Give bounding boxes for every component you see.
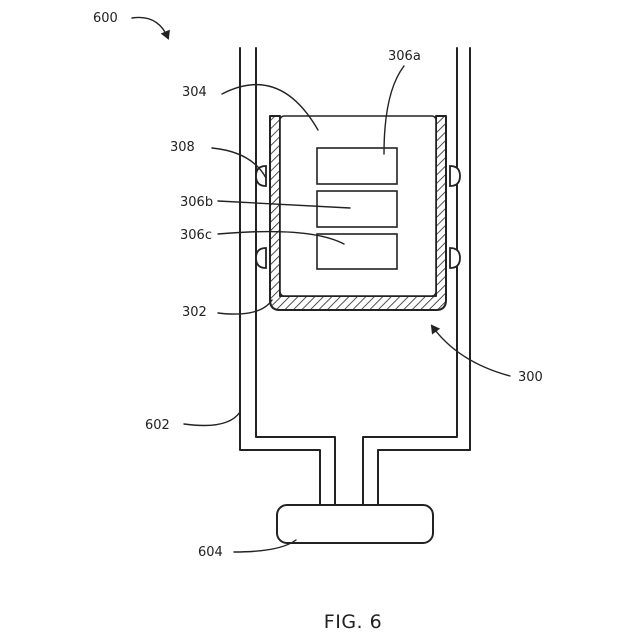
label-604: 604: [198, 545, 223, 560]
label-308: 308: [170, 140, 195, 155]
leader-602: [184, 412, 240, 426]
leader-600: [132, 17, 168, 38]
reagent-compartment-b: [317, 191, 397, 227]
label-600: 600: [93, 11, 118, 26]
seal-left-lower: [256, 248, 266, 268]
reagent-compartment-c: [317, 234, 397, 269]
label-302: 302: [182, 305, 207, 320]
label-304: 304: [182, 85, 207, 100]
plunger-head: [277, 505, 433, 543]
label-306c: 306c: [180, 228, 212, 243]
reagent-compartment-a: [317, 148, 397, 184]
label-602: 602: [145, 418, 170, 433]
figure-caption: FIG. 6: [324, 611, 382, 633]
label-306a: 306a: [388, 49, 421, 64]
seal-right-lower: [450, 248, 460, 268]
leader-604: [234, 540, 296, 552]
seal-right-upper: [450, 166, 460, 186]
label-300: 300: [518, 370, 543, 385]
label-306b: 306b: [180, 195, 213, 210]
leader-302: [218, 300, 272, 314]
